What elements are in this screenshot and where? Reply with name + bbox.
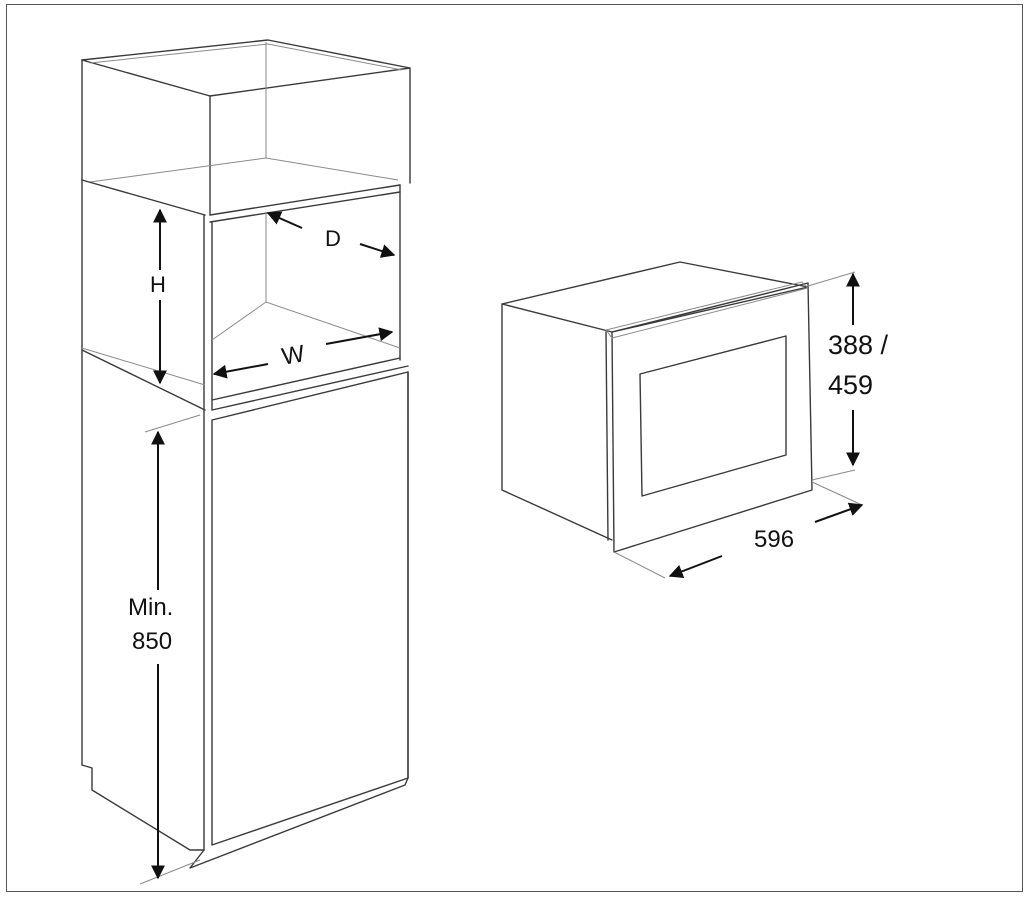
- oven-height-label-b: 459: [828, 370, 874, 400]
- oven-width-label: 596: [754, 526, 795, 553]
- width-label: W: [279, 340, 307, 371]
- min-value-label: 850: [132, 628, 173, 655]
- oven-height-label-a: 388 /: [828, 330, 889, 360]
- depth-arrow-left: [266, 211, 303, 229]
- depth-label: D: [325, 226, 341, 251]
- min-label: Min.: [128, 594, 174, 621]
- oven-width-arrow-right: [814, 502, 864, 523]
- cabinet-tower: [81, 39, 411, 869]
- depth-arrow-right: [359, 243, 396, 258]
- width-arrow-right: [325, 327, 394, 345]
- height-label: H: [150, 272, 166, 297]
- oven-appliance: [501, 261, 813, 553]
- oven-width-arrow-left: [668, 555, 723, 579]
- width-arrow-left: [212, 363, 269, 379]
